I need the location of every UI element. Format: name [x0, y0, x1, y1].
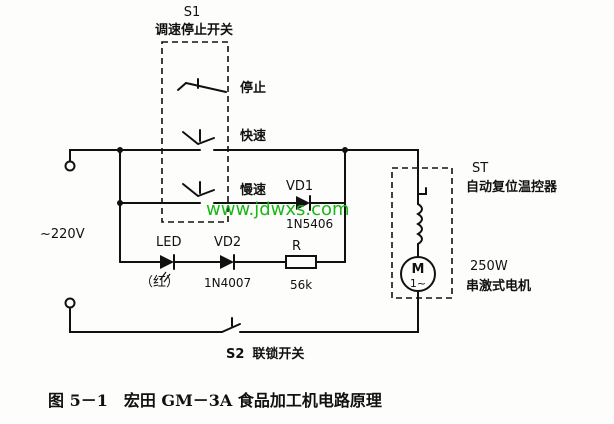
switch-slow-label: 慢速: [240, 182, 266, 198]
wire-r-out: [315, 202, 346, 263]
st-dashed-box: [391, 167, 453, 299]
led-light-rays: [159, 271, 171, 283]
wire-to-thermostat: [344, 149, 419, 181]
wire-motor-return: [239, 290, 419, 333]
switch-stop-contact: [177, 81, 227, 93]
vd2-part: 1N4007: [204, 276, 251, 290]
resistor-label: R: [292, 239, 301, 254]
field-coil: [416, 203, 423, 245]
st-name: 自动复位温控器: [466, 179, 558, 195]
supply-voltage: ~220V: [40, 227, 85, 242]
led-color: （红）: [140, 274, 179, 290]
led-symbol: [160, 255, 174, 269]
s1-label: S1: [184, 5, 201, 20]
switch-s2-contact: [221, 323, 241, 333]
motor-name: 串激式电机: [466, 278, 531, 294]
diode-vd2-symbol: [220, 255, 234, 269]
switch-fast-contact: [182, 131, 215, 146]
st-label: ST: [472, 161, 488, 176]
led-label: LED: [156, 235, 181, 250]
switch-stop-label: 停止: [240, 80, 266, 96]
resistor-symbol: [285, 255, 317, 269]
switch-fast-label: 快速: [240, 128, 266, 144]
diode-vd1-symbol: [296, 196, 310, 210]
vd1-label: VD1: [286, 179, 313, 194]
watermark: www.jdwxs.com: [206, 199, 350, 220]
wire-vd1-out: [309, 149, 346, 204]
wire-bottom-left: [69, 307, 223, 333]
vd2-label: VD2: [214, 235, 241, 250]
wire-top-left: [69, 149, 201, 162]
s1-name: 调速停止开关: [155, 22, 233, 38]
motor-ac: 1~: [410, 277, 426, 290]
motor-letter: M: [412, 262, 425, 277]
switch-slow-contact: [182, 183, 215, 198]
input-terminal-bottom: [64, 297, 76, 309]
thermostat-contact: [417, 179, 427, 195]
resistor-value: 56k: [290, 278, 312, 292]
input-terminal-top: [64, 160, 76, 172]
figure-caption: 图 5－1 宏田 GM－3A 食品加工机电路原理: [48, 391, 382, 410]
motor-power: 250W: [470, 259, 508, 274]
s1-dashed-box: [161, 41, 229, 223]
vd1-part: 1N5406: [286, 217, 333, 231]
